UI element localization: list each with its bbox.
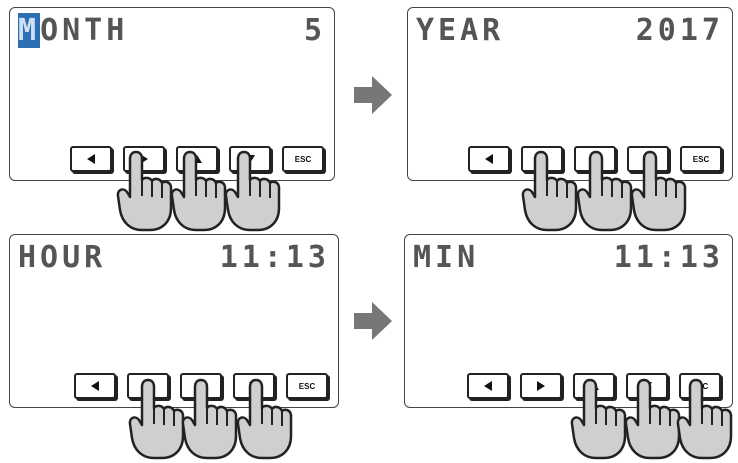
pointing-hand-icon	[181, 378, 238, 460]
flow-arrow-icon	[354, 76, 392, 114]
pointing-hand-icon	[676, 378, 733, 460]
lcd-value: 5	[303, 13, 326, 48]
right-key[interactable]	[520, 373, 562, 399]
lcd-value: 11:13	[219, 240, 330, 275]
pointing-hand-icon	[570, 378, 627, 460]
lcd-label: HOUR	[18, 240, 107, 275]
left-key[interactable]	[467, 373, 509, 399]
display-panel-min: MIN 11:13 ESC	[404, 234, 733, 408]
pointing-hand-icon	[170, 150, 227, 232]
display-panel-hour: HOUR 11:13 ESC	[9, 234, 339, 408]
left-key[interactable]	[74, 373, 116, 399]
left-arrow-icon	[485, 154, 493, 164]
pointing-hand-icon	[576, 150, 633, 232]
pointing-hand-icon	[521, 150, 578, 232]
pointing-hand-icon	[630, 150, 687, 232]
display-panel-year: YEAR 2017 ESC	[407, 7, 733, 181]
lcd-label: YEAR	[416, 13, 505, 48]
pointing-hand-icon	[224, 150, 281, 232]
left-arrow-icon	[484, 381, 492, 391]
lcd-label: MONTH	[18, 13, 129, 48]
lcd-value: 11:13	[613, 240, 724, 275]
left-key[interactable]	[468, 146, 510, 172]
lcd-label: MIN	[413, 240, 480, 275]
pointing-hand-icon	[116, 150, 173, 232]
pointing-hand-icon	[624, 378, 681, 460]
pointing-hand-icon	[236, 378, 293, 460]
left-arrow-icon	[91, 381, 99, 391]
pointing-hand-icon	[128, 378, 185, 460]
flow-arrow-icon	[354, 302, 392, 340]
esc-key[interactable]: ESC	[680, 146, 722, 172]
edit-cursor: M	[18, 13, 41, 48]
esc-key[interactable]: ESC	[286, 373, 328, 399]
esc-key[interactable]: ESC	[282, 146, 324, 172]
right-arrow-icon	[537, 381, 545, 391]
left-arrow-icon	[87, 154, 95, 164]
lcd-value: 2017	[635, 13, 724, 48]
left-key[interactable]	[70, 146, 112, 172]
